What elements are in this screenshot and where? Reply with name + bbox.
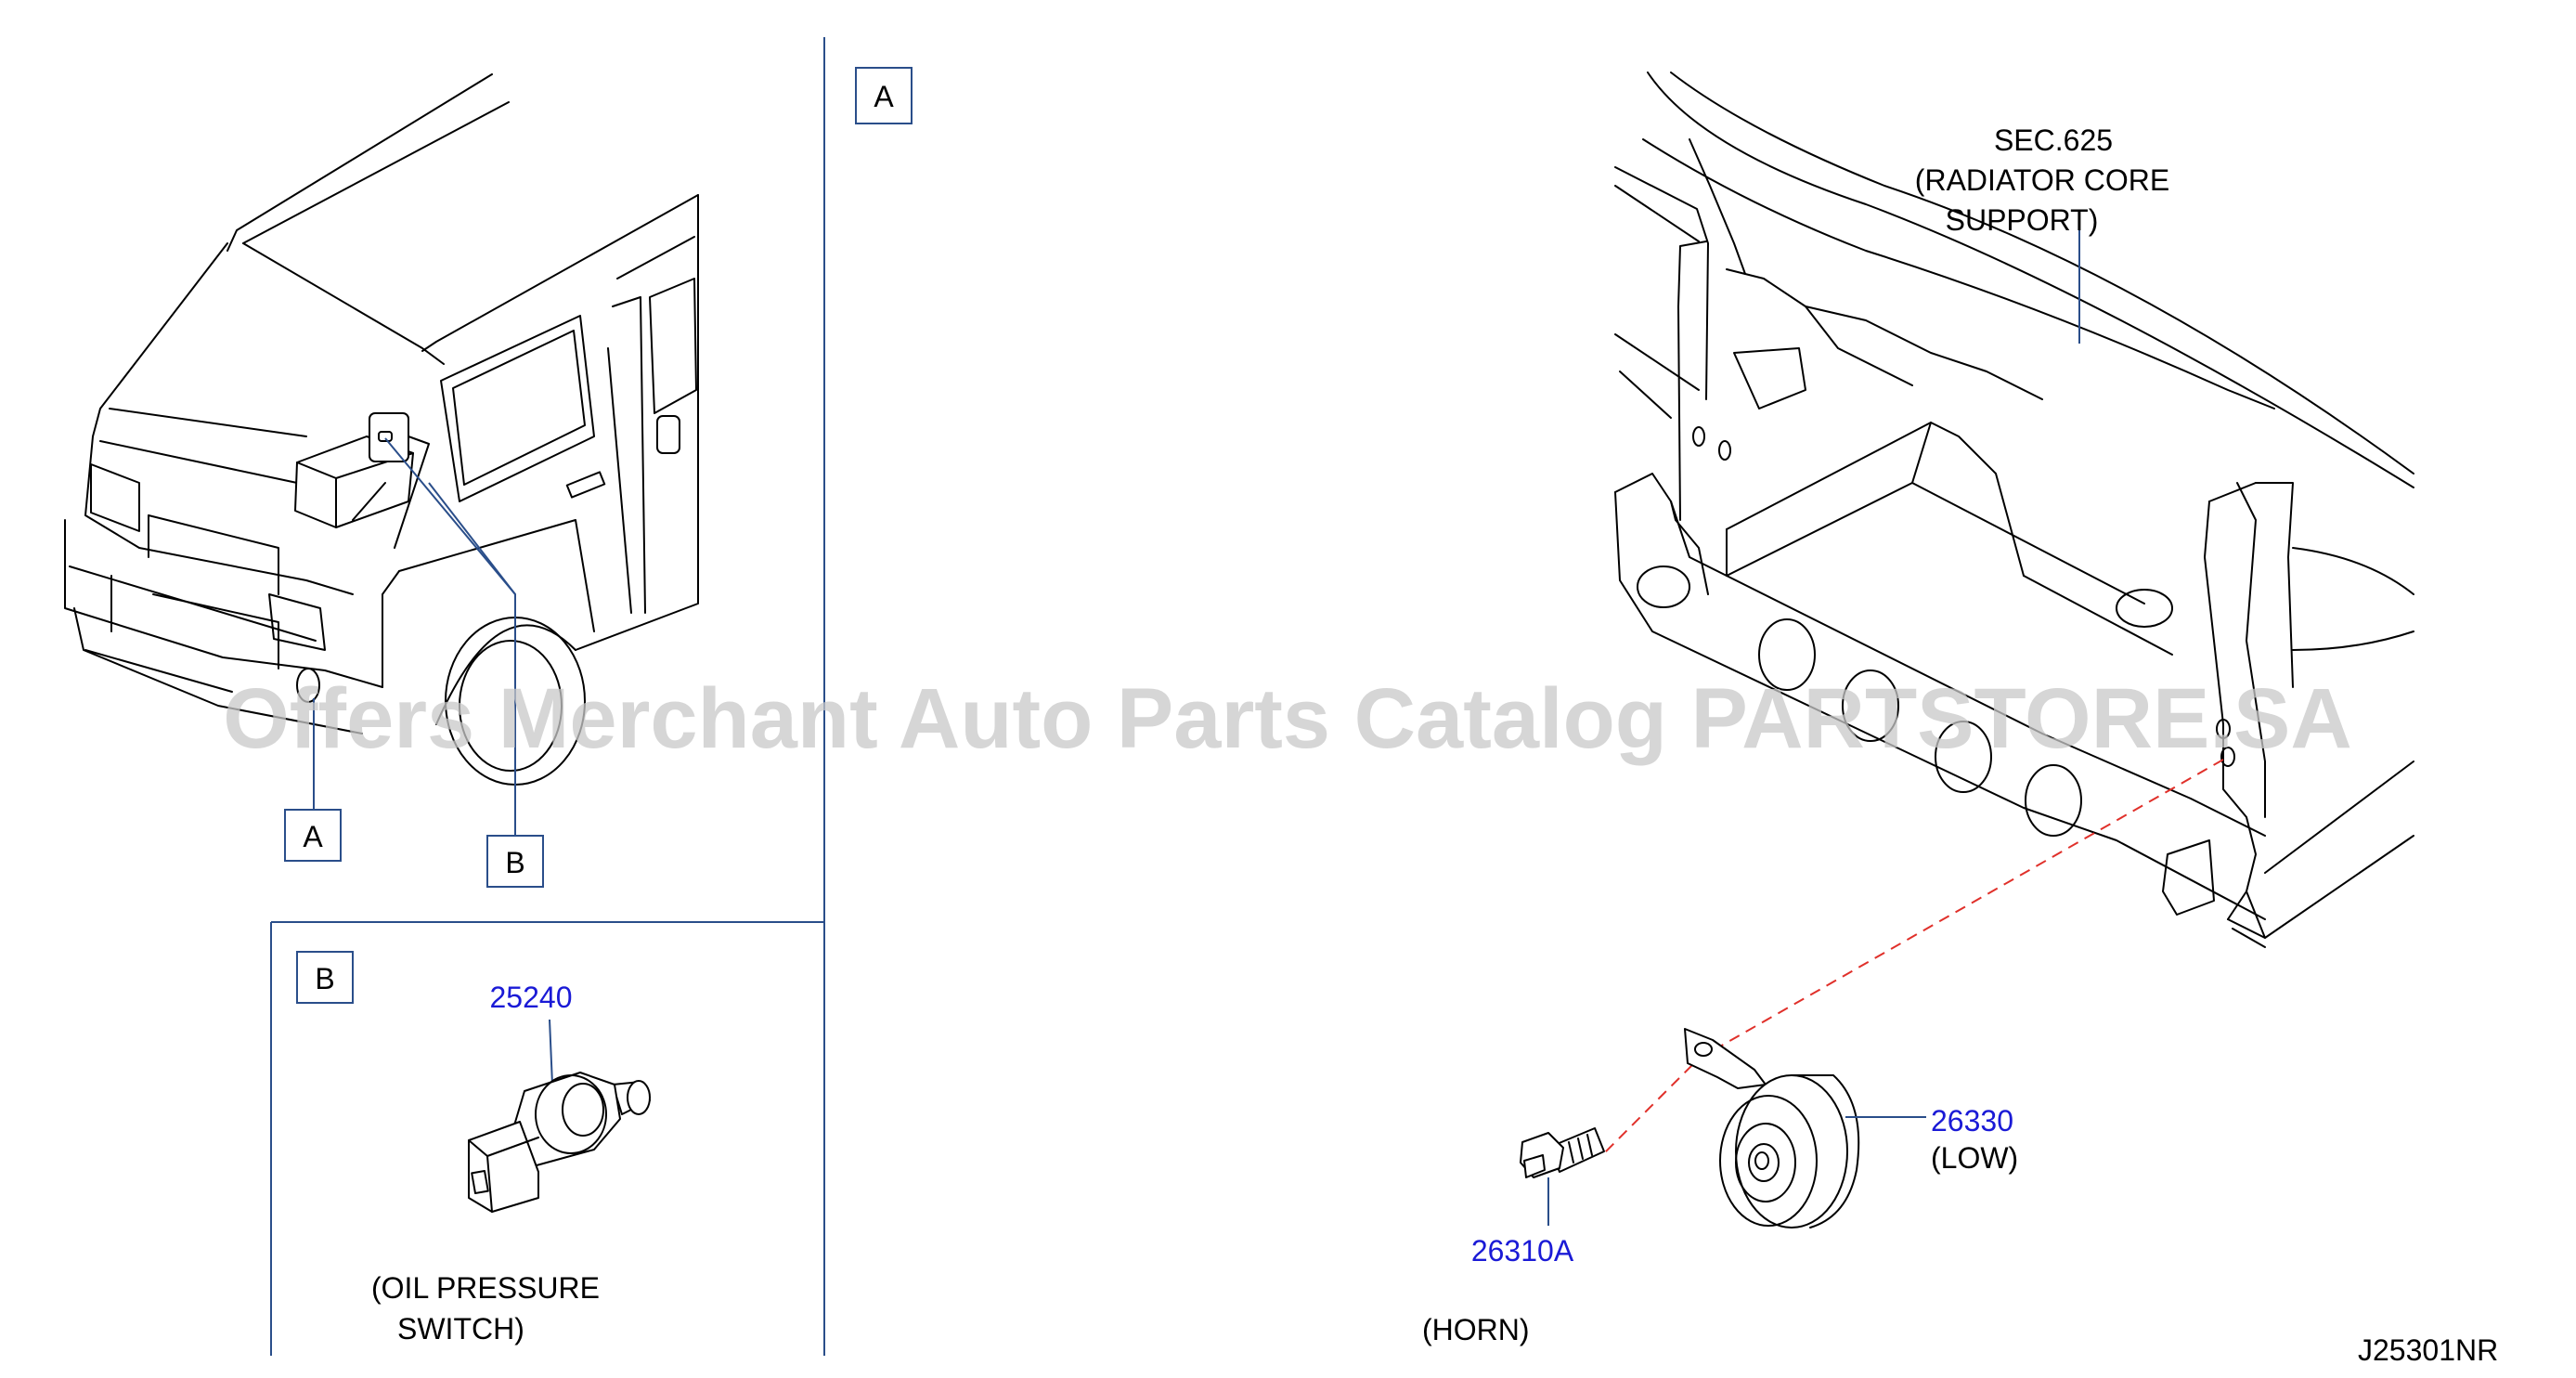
horn-label: (HORN): [1422, 1313, 1530, 1346]
van-b-leader-2: [428, 482, 516, 595]
detail-b-callout[interactable]: B: [296, 951, 354, 1004]
radiator-label-line3: SUPPORT): [1946, 203, 2099, 237]
radiator-label-line2: (RADIATOR CORE: [1915, 163, 2169, 197]
van-callout-b[interactable]: B: [486, 835, 544, 888]
horn-drawing: [1684, 1028, 1860, 1228]
svg-text:B: B: [315, 962, 334, 995]
diagram-code: J25301NR: [2358, 1333, 2498, 1367]
oil-switch-leader: [549, 1019, 553, 1086]
oil-pressure-switch-drawing: [468, 1072, 651, 1213]
watermark: Offers Merchant Auto Parts Catalog PARTS…: [223, 671, 2352, 766]
oil-switch-label-line1: (OIL PRESSURE: [371, 1271, 600, 1305]
radiator-label-line1: SEC.625: [1994, 124, 2113, 157]
view-a-callout[interactable]: A: [855, 67, 913, 124]
oil-switch-label-line2: SWITCH): [397, 1312, 524, 1346]
radiator-core-support-drawing: [1614, 72, 2414, 948]
van-callout-a[interactable]: A: [284, 809, 342, 862]
mounting-guide-dashed: [1600, 759, 2224, 1157]
van-illustration: [64, 73, 699, 786]
bolt-part-number[interactable]: 26310A: [1471, 1234, 1574, 1268]
svg-text:B: B: [505, 846, 524, 879]
bolt-drawing: [1520, 1127, 1605, 1178]
oil-switch-part-number[interactable]: 25240: [490, 981, 573, 1014]
svg-text:A: A: [303, 820, 323, 853]
horn-part-number[interactable]: 26330: [1931, 1104, 2013, 1138]
svg-text:A: A: [874, 80, 894, 113]
horn-low-label: (LOW): [1931, 1141, 2018, 1175]
